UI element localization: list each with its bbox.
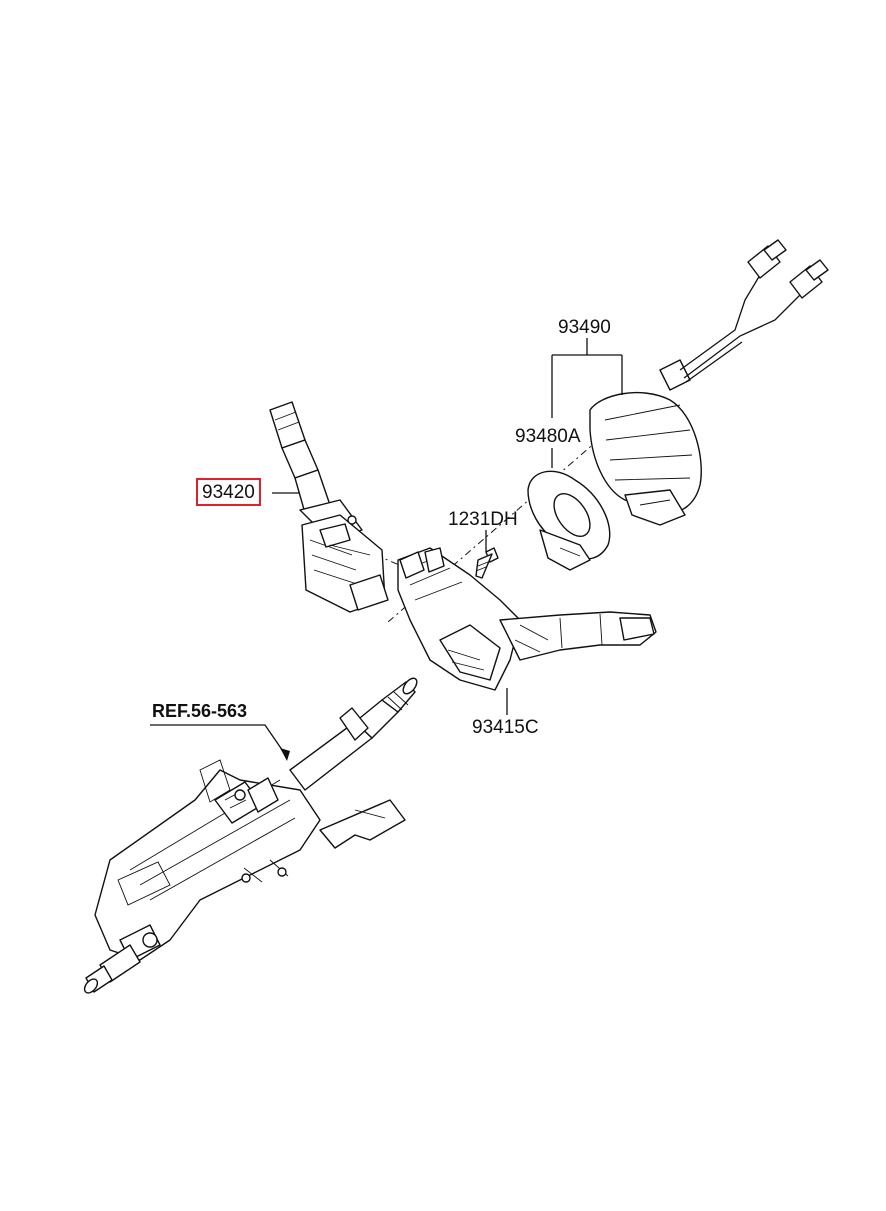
- callout-1231DH[interactable]: 1231DH: [448, 509, 518, 530]
- leader-93490: [551, 338, 623, 418]
- clock-spring-93490: [589, 239, 829, 526]
- screw-1231DH: [475, 547, 499, 579]
- ref-arrow: [280, 748, 290, 761]
- callout-93420[interactable]: 93420: [196, 478, 261, 506]
- axis-line: [387, 427, 613, 623]
- callout-93480A[interactable]: 93480A: [515, 426, 581, 447]
- callout-93490[interactable]: 93490: [558, 317, 611, 338]
- spacer-ring-93480A: [527, 470, 611, 571]
- callout-93415C[interactable]: 93415C: [472, 717, 539, 738]
- multifunction-switch-body: [397, 547, 657, 691]
- turn-signal-switch: [269, 401, 389, 613]
- callout-ref[interactable]: REF.56-563: [152, 701, 248, 721]
- ref-leader: [150, 724, 288, 758]
- steering-column: [83, 677, 418, 994]
